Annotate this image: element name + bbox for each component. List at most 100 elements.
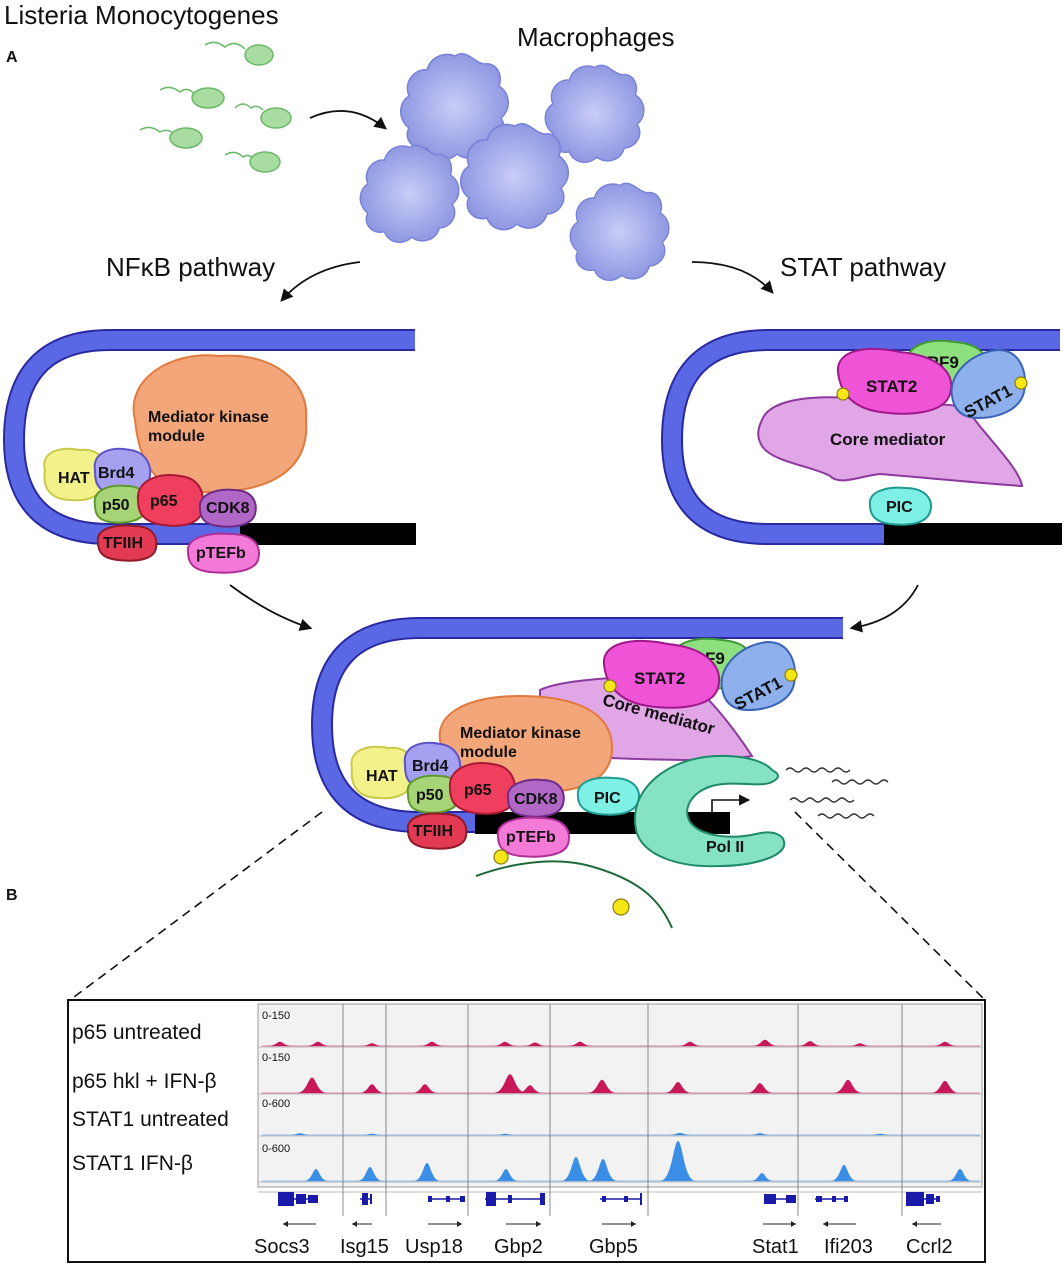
track-range-p65-untreated: 0-150 xyxy=(262,1010,290,1022)
cdk8-label: CDK8 xyxy=(206,500,250,517)
tfiih-protein xyxy=(96,524,158,562)
bacterium xyxy=(139,126,203,149)
stat1-protein xyxy=(720,640,796,712)
phosphate-dot xyxy=(603,679,617,693)
signal-peak xyxy=(747,1133,773,1135)
signal-peak xyxy=(751,1039,779,1046)
signal-peak xyxy=(287,1133,313,1135)
gene-label-isg15: Isg15 xyxy=(340,1236,389,1258)
signal-peak xyxy=(413,1163,441,1181)
hat-label: HAT xyxy=(58,470,90,487)
p50-label: p50 xyxy=(102,497,130,514)
phosphate-dot xyxy=(784,668,798,682)
bacterium xyxy=(224,151,281,173)
bacteria-label: Listeria Monocytogenes xyxy=(4,0,279,30)
promoter-dna xyxy=(240,523,416,545)
track-area-bg xyxy=(257,1003,983,1188)
ptefb-label: pTEFb xyxy=(196,545,246,562)
bacterium xyxy=(204,41,274,66)
gene-model xyxy=(278,1192,318,1227)
stat2-label: STAT2 xyxy=(634,669,685,688)
signal-peak xyxy=(360,1133,384,1135)
stat2-protein xyxy=(836,348,953,415)
nfkb-complex: Mediator kinase module HAT Brd4 p50 p65 … xyxy=(2,329,416,574)
signal-peak xyxy=(930,1080,960,1093)
cdk8-label: CDK8 xyxy=(514,791,558,808)
arrow-bacteria-to-macrophages xyxy=(309,110,387,130)
signal-peak xyxy=(523,1042,547,1046)
signal-peak xyxy=(587,1079,617,1093)
signal-peak xyxy=(830,1165,858,1181)
arrow-stat-to-combined xyxy=(849,584,919,633)
genome-browser: p65 untreated p65 hkl + IFN-β STAT1 untr… xyxy=(67,999,986,1263)
stat1-protein xyxy=(950,348,1026,420)
tfiih-label: TFIIH xyxy=(103,535,143,552)
signal-peak xyxy=(305,1041,331,1046)
mediator-kinase-label: Mediator kinase xyxy=(460,725,581,742)
signal-peak xyxy=(303,1169,329,1181)
brd4-label: Brd4 xyxy=(98,465,135,482)
signal-peak xyxy=(797,1041,823,1046)
macrophage xyxy=(569,182,670,282)
mediator-kinase-label-2: module xyxy=(148,428,205,445)
macrophages-label: Macrophages xyxy=(517,22,675,52)
signal-peak xyxy=(667,1132,693,1135)
gene-label-socs3: Socs3 xyxy=(254,1236,310,1258)
cdk8-protein xyxy=(506,778,565,818)
transcription-start-arrow xyxy=(711,794,751,812)
tfiih-protein xyxy=(406,812,468,850)
p65-label: p65 xyxy=(464,782,492,799)
signal-peaks xyxy=(262,1039,980,1182)
panel-a-letter: A xyxy=(6,49,18,66)
pol2-label: Pol II xyxy=(706,839,744,856)
gene-label-gbp2: Gbp2 xyxy=(494,1236,543,1258)
nfkb-pathway-label: NFκB pathway xyxy=(106,252,275,282)
signal-peak xyxy=(492,1041,518,1046)
gene-label-gbp5: Gbp5 xyxy=(589,1236,638,1258)
pol2-protein xyxy=(634,754,786,868)
signal-peak xyxy=(493,1169,519,1181)
arrow-nfkb-to-combined xyxy=(229,584,313,631)
gene-models xyxy=(278,1192,941,1227)
signal-peak xyxy=(833,1079,863,1093)
phosphate-dot xyxy=(612,898,630,916)
signal-peak xyxy=(411,1084,439,1093)
phosphate-dot xyxy=(493,849,509,865)
gene-model xyxy=(600,1193,642,1227)
gene-names: Socs3 Isg15 Usp18 Gbp2 Gbp5 Stat1 Ifi203… xyxy=(254,1236,953,1258)
signal-peak xyxy=(664,1082,692,1093)
signal-peak xyxy=(493,1074,527,1093)
arrow-to-stat xyxy=(691,261,774,294)
signal-peak xyxy=(947,1169,973,1181)
signal-peak xyxy=(517,1085,543,1093)
stat2-label: STAT2 xyxy=(866,377,917,396)
zoom-line-right xyxy=(794,811,986,1001)
signal-peak xyxy=(360,1043,384,1046)
tfiih-label: TFIIH xyxy=(413,823,453,840)
p50-label: p50 xyxy=(416,787,444,804)
gene-label-ccrl2: Ccrl2 xyxy=(906,1236,953,1258)
phosphate-dot xyxy=(836,387,850,401)
gene-label-stat1: Stat1 xyxy=(752,1236,799,1258)
track-name-p65-untreated: p65 untreated xyxy=(72,1021,202,1044)
signal-peak xyxy=(358,1084,386,1093)
gene-model xyxy=(763,1194,796,1227)
signal-peak xyxy=(267,1041,293,1046)
signal-peak xyxy=(746,1083,774,1093)
track-name-stat1-ifnb: STAT1 IFN-β xyxy=(72,1152,193,1175)
gene-model xyxy=(906,1192,941,1227)
track-separators xyxy=(258,1046,982,1193)
track-name-stat1-untreated: STAT1 untreated xyxy=(72,1108,229,1131)
core-mediator-label: Core mediator xyxy=(830,430,946,449)
gene-model xyxy=(485,1192,545,1227)
zoom-line-left xyxy=(69,811,323,1001)
rna-transcripts xyxy=(785,767,889,819)
signal-peak xyxy=(567,1041,593,1046)
track-range-p65-hkl-ifnb: 0-150 xyxy=(262,1052,290,1064)
signal-peak xyxy=(419,1041,445,1046)
signal-peak xyxy=(677,1041,703,1046)
gene-model xyxy=(428,1196,465,1227)
track-name-p65-hkl-ifnb: p65 hkl + IFN-β xyxy=(72,1070,217,1093)
macrophage-group xyxy=(359,53,670,282)
